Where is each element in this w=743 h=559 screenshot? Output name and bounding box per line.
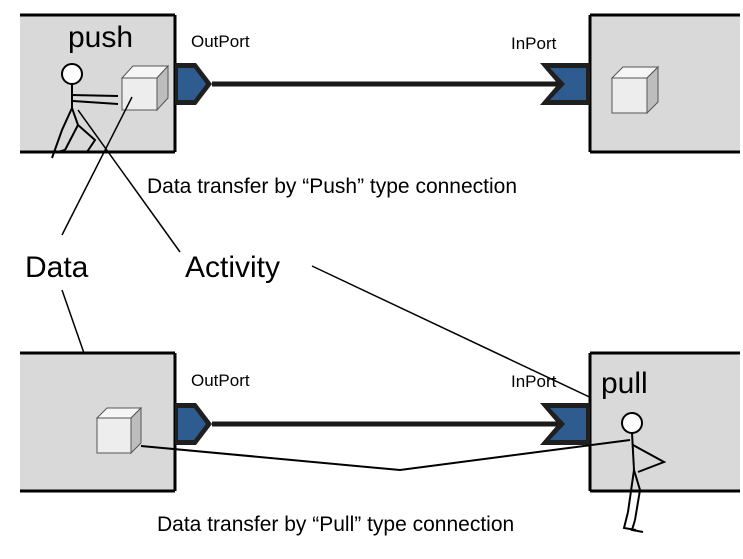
- push-section: push OutPort InPort Data transfer by “Pu…: [20, 13, 740, 198]
- legend-activity-label: Activity: [185, 251, 280, 284]
- pull-inport-label: InPort: [511, 372, 557, 391]
- pull-data-cube: [95, 406, 143, 455]
- push-caption: Data transfer by “Push” type connection: [147, 175, 517, 198]
- pull-actor-label: pull: [601, 367, 648, 400]
- pull-section: pull OutPort InPort Data transfer by “Pu…: [20, 351, 740, 536]
- push-outport-label: OutPort: [191, 32, 250, 51]
- push-received-cube: [610, 65, 660, 115]
- legend-data-label: Data: [25, 251, 89, 284]
- pull-caption: Data transfer by “Pull” type connection: [157, 513, 514, 536]
- push-actor-figure: [51, 63, 119, 159]
- push-inport: [540, 63, 590, 105]
- push-data-cube: [120, 64, 170, 112]
- pull-rope: [140, 439, 631, 472]
- pull-outport: [175, 403, 212, 445]
- push-outport: [175, 63, 212, 105]
- push-inport-label: InPort: [511, 34, 557, 53]
- push-actor-label: push: [68, 21, 133, 54]
- legend-pointers: [61, 96, 618, 423]
- pull-inport: [540, 403, 590, 445]
- pull-sink-component: [588, 351, 740, 493]
- pull-actor-figure: [621, 412, 667, 533]
- pull-outport-label: OutPort: [191, 371, 250, 390]
